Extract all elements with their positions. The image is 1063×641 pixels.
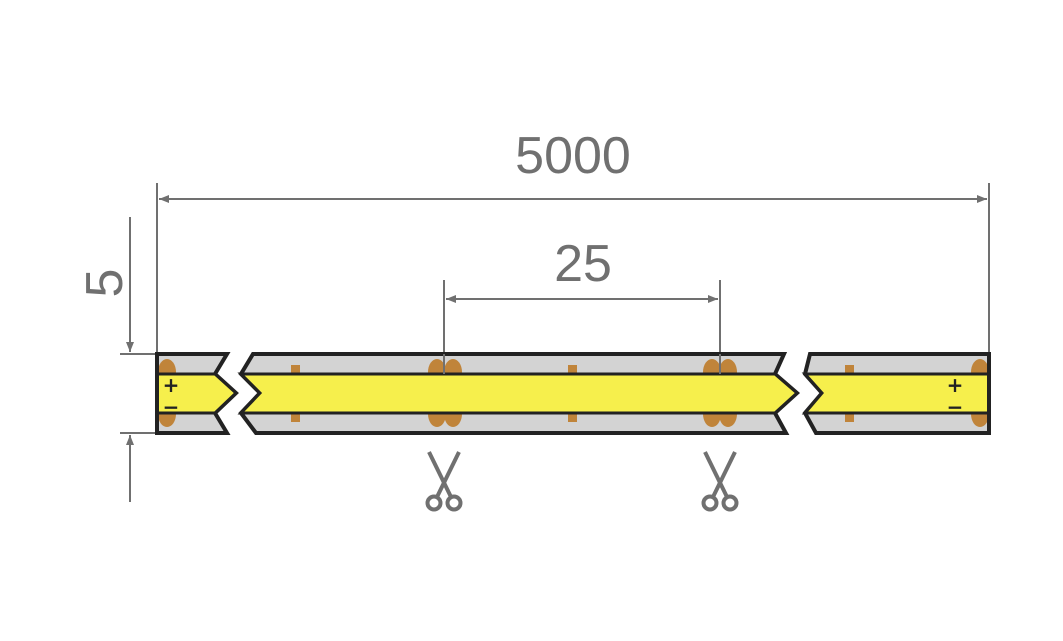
length-dimension	[156, 183, 990, 354]
scissors-icon	[701, 451, 739, 512]
minus-sign: −	[163, 395, 180, 419]
width-label: 5	[76, 269, 134, 298]
strip-segment-right: + −	[801, 352, 991, 435]
strip-segment-middle	[237, 352, 801, 435]
scissors-icon	[425, 451, 463, 512]
minus-sign: −	[947, 395, 964, 419]
length-label: 5000	[515, 127, 631, 185]
strip-segment-left: + −	[155, 352, 239, 435]
plus-sign: +	[163, 373, 180, 397]
cut-interval-label: 25	[554, 235, 612, 293]
plus-sign: +	[947, 373, 964, 397]
width-dimension	[120, 217, 157, 502]
